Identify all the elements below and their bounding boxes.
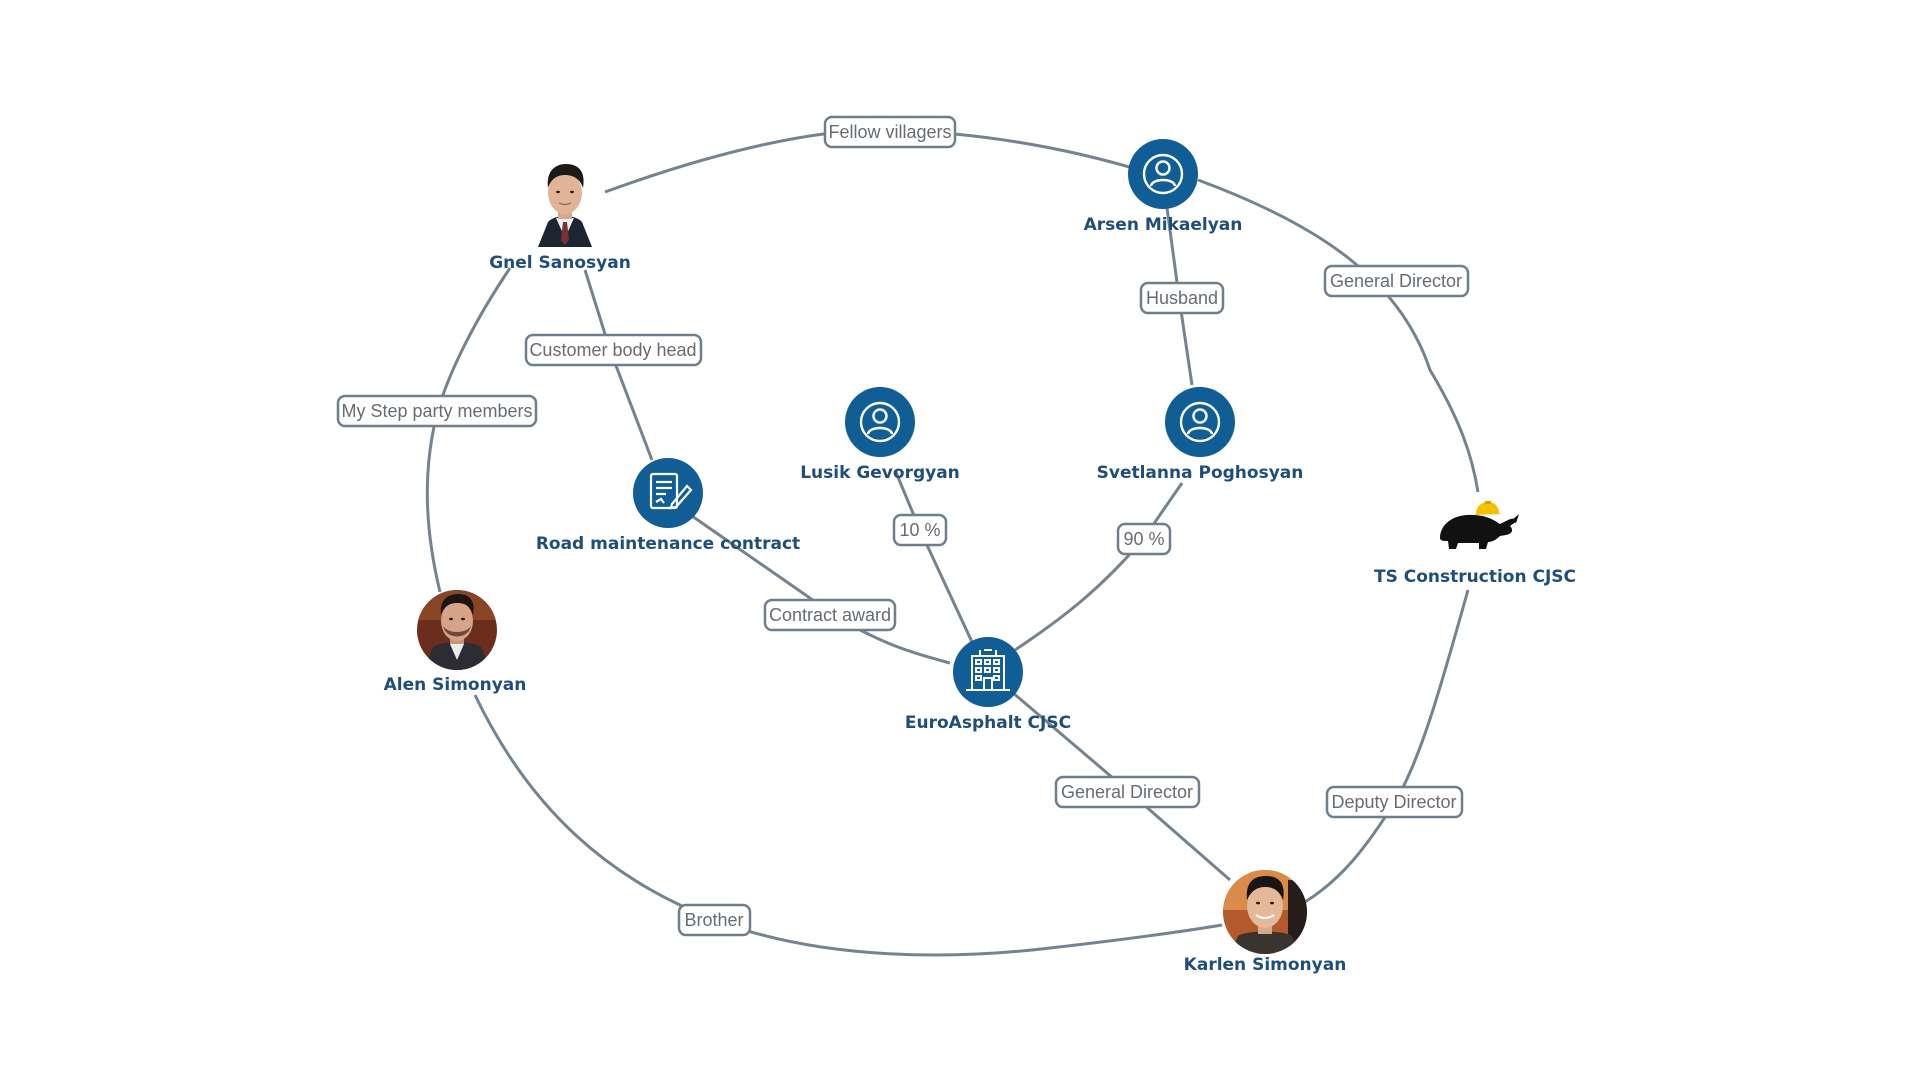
edge-label-text: Contract award (769, 605, 891, 625)
edge-label-text: Fellow villagers (828, 122, 951, 142)
node-karlen-simonyan[interactable]: Karlen Simonyan (1184, 870, 1347, 975)
node-alen-simonyan[interactable]: Alen Simonyan (384, 590, 527, 695)
edge-label-brother[interactable]: Brother (677, 903, 752, 937)
edge-label-my-step[interactable]: My Step party members (336, 394, 538, 428)
node-label: EuroAsphalt CJSC (905, 713, 1071, 733)
edge-label-text: Brother (684, 910, 743, 930)
node-lusik-gevorgyan[interactable]: Lusik Gevorgyan (800, 387, 960, 483)
node-svetlanna-poghosyan[interactable]: Svetlanna Poghosyan (1097, 387, 1304, 483)
edge-label-text: Deputy Director (1331, 792, 1456, 812)
node-euroasphalt-cjsc[interactable]: EuroAsphalt CJSC (905, 637, 1071, 733)
node-label: Arsen Mikaelyan (1084, 215, 1243, 235)
edge-label-fellow-villagers[interactable]: Fellow villagers (823, 115, 957, 149)
node-label: Alen Simonyan (384, 675, 527, 695)
person-icon (859, 401, 901, 443)
node-label: TS Construction CJSC (1374, 567, 1576, 587)
person-icon (1142, 153, 1184, 195)
edge-general-director-ts[interactable] (1197, 178, 1480, 493)
contract-document-icon (649, 472, 693, 510)
edge-label-10-pct[interactable]: 10 % (892, 513, 948, 547)
edge-90-pct[interactable] (1014, 482, 1184, 652)
edge-label-contract-award[interactable]: Contract award (763, 598, 897, 632)
node-label: Karlen Simonyan (1184, 955, 1347, 975)
edge-labels: Fellow villagers General Director Husban… (336, 115, 1470, 937)
edge-label-text: 10 % (899, 520, 940, 540)
gnel-sanosyan-portrait (535, 163, 595, 247)
edge-10-pct[interactable] (893, 469, 974, 643)
rhino-logo-icon (1440, 501, 1519, 549)
edge-label-text: Customer body head (529, 340, 696, 360)
node-label: Svetlanna Poghosyan (1097, 463, 1304, 483)
edge-label-customer-body-head[interactable]: Customer body head (524, 333, 703, 367)
edge-label-text: 90 % (1123, 529, 1164, 549)
edge-label-90-pct[interactable]: 90 % (1116, 522, 1172, 556)
edge-my-step[interactable] (425, 267, 512, 593)
node-road-maintenance-contract[interactable]: Road maintenance contract (536, 458, 800, 554)
node-ts-construction-cjsc[interactable]: TS Construction CJSC (1374, 501, 1576, 587)
node-label: Gnel Sanosyan (489, 253, 631, 273)
alen-simonyan-portrait (417, 590, 497, 670)
node-label: Lusik Gevorgyan (800, 463, 960, 483)
node-arsen-mikaelyan[interactable]: Arsen Mikaelyan (1084, 139, 1243, 235)
edge-label-text: General Director (1330, 271, 1462, 291)
karlen-simonyan-portrait (1223, 870, 1307, 954)
edge-deputy-director[interactable] (1304, 589, 1470, 904)
edge-brother[interactable] (473, 694, 1223, 957)
edge-label-deputy-director[interactable]: Deputy Director (1325, 785, 1464, 819)
document-icon-background (633, 458, 703, 528)
edge-label-general-director-euro[interactable]: General Director (1054, 775, 1201, 809)
person-icon (1179, 401, 1221, 443)
building-icon (966, 649, 1010, 691)
edge-label-text: Husband (1146, 288, 1218, 308)
edge-label-husband[interactable]: Husband (1139, 281, 1225, 315)
node-gnel-sanosyan[interactable]: Gnel Sanosyan (489, 163, 631, 273)
edge-label-text: General Director (1061, 782, 1193, 802)
edge-label-text: My Step party members (341, 401, 532, 421)
edge-label-general-director-ts[interactable]: General Director (1323, 264, 1470, 298)
node-label: Road maintenance contract (536, 534, 800, 554)
